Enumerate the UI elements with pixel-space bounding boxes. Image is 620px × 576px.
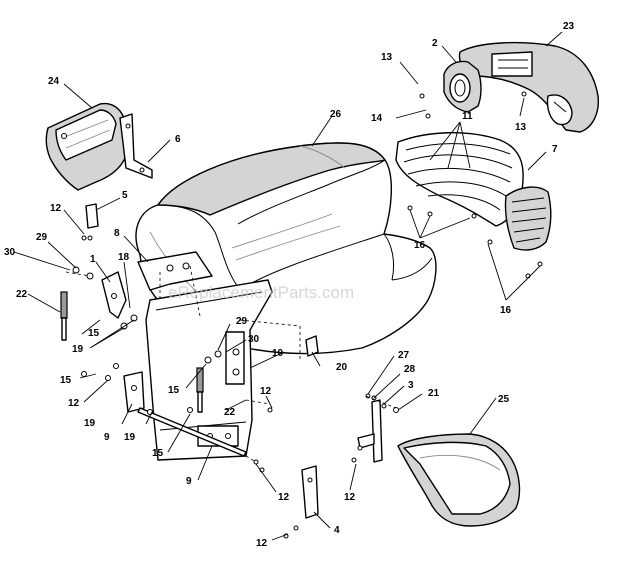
callout-30: 30 — [248, 334, 260, 345]
callout-29: 29 — [236, 316, 248, 327]
callout-3: 3 — [408, 380, 414, 391]
callout-4: 4 — [334, 525, 340, 536]
callout-5: 5 — [122, 190, 128, 201]
callout-15: 15 — [88, 328, 100, 339]
leader-lines — [13, 31, 563, 541]
side-lens-part-7[interactable] — [504, 186, 552, 251]
callout-29: 29 — [36, 232, 48, 243]
callout-20: 20 — [336, 362, 348, 373]
headlight-part-2[interactable] — [443, 60, 482, 113]
callout-1: 1 — [90, 254, 96, 265]
callout-24: 24 — [48, 76, 60, 87]
latch-part-1[interactable] — [101, 271, 127, 319]
callout-12: 12 — [260, 386, 272, 397]
callout-9: 9 — [186, 476, 192, 487]
mounting-frame-part-10[interactable] — [145, 279, 273, 461]
callout-25: 25 — [498, 394, 510, 405]
callout-12: 12 — [50, 203, 62, 214]
bracket-part-4[interactable] — [301, 465, 319, 519]
callout-19: 19 — [84, 418, 96, 429]
callout-15: 15 — [168, 385, 180, 396]
grille-housing-part-23[interactable] — [458, 41, 599, 133]
side-panel-part-25[interactable] — [397, 433, 521, 527]
callout-19: 19 — [124, 432, 136, 443]
callout-2: 2 — [432, 38, 438, 49]
clip-part-20[interactable] — [305, 335, 319, 357]
hardware-fasteners — [72, 91, 543, 539]
rod-part-15[interactable] — [137, 407, 247, 457]
gas-strut-part-22[interactable] — [60, 291, 68, 341]
callout-23: 23 — [563, 21, 575, 32]
front-grille-part-11[interactable] — [395, 132, 524, 227]
callout-21: 21 — [428, 388, 440, 399]
callout-15: 15 — [152, 448, 164, 459]
callout-22: 22 — [16, 289, 28, 300]
callout-16: 16 — [414, 240, 426, 251]
callout-28: 28 — [404, 364, 416, 375]
hinge-part-9[interactable] — [123, 371, 145, 413]
callout-15: 15 — [60, 375, 72, 386]
callout-10: 10 — [272, 348, 284, 359]
watermark: eReplacementParts.com — [168, 283, 354, 302]
bracket-part-5[interactable] — [85, 203, 99, 229]
callout-19: 19 — [72, 344, 84, 355]
gas-strut-part-22b[interactable] — [196, 367, 204, 413]
callout-11: 11 — [462, 111, 473, 122]
bracket-part-6[interactable] — [119, 113, 153, 179]
callout-26: 26 — [330, 109, 342, 120]
callout-12: 12 — [256, 538, 268, 549]
callout-13: 13 — [515, 122, 527, 133]
callout-16: 16 — [500, 305, 512, 316]
callout-18: 18 — [118, 252, 130, 263]
bracket-part-8[interactable] — [137, 251, 213, 291]
bracket-part-27[interactable] — [357, 399, 383, 463]
callout-27: 27 — [398, 350, 410, 361]
callout-30: 30 — [4, 247, 16, 258]
callout-12: 12 — [68, 398, 80, 409]
dash-cover-part-24[interactable] — [45, 102, 129, 191]
callout-9: 9 — [104, 432, 110, 443]
callout-12: 12 — [344, 492, 356, 503]
callout-labels: 2 23 13 14 13 24 6 26 11 7 5 12 8 16 29 … — [4, 21, 575, 549]
callout-14: 14 — [371, 113, 383, 124]
callout-7: 7 — [552, 144, 558, 155]
callout-22: 22 — [224, 407, 236, 418]
callout-12: 12 — [278, 492, 290, 503]
callout-13: 13 — [381, 52, 393, 63]
alignment-lines — [65, 265, 397, 463]
callout-6: 6 — [175, 134, 181, 145]
callout-8: 8 — [114, 228, 120, 239]
